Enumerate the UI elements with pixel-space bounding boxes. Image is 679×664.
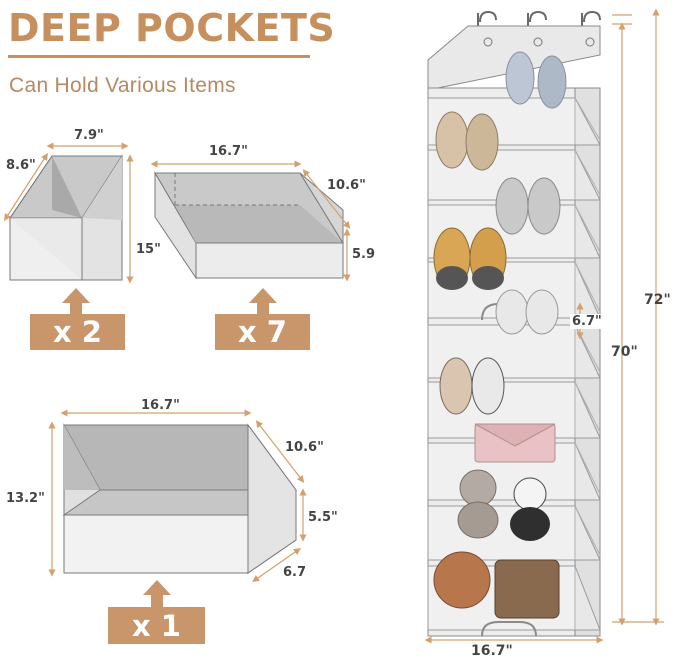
arrow-up-icon bbox=[143, 580, 171, 607]
small-height-label: 15" bbox=[136, 242, 161, 257]
large-height-label: 13.2" bbox=[6, 491, 45, 506]
small-quantity-badge: x 2 bbox=[30, 314, 125, 350]
large-depth-label: 10.6" bbox=[285, 440, 324, 455]
small-width-label: 7.9" bbox=[74, 128, 104, 143]
organizer-body-height-label: 70" bbox=[611, 344, 638, 360]
page-subtitle: Can Hold Various Items bbox=[9, 74, 236, 97]
medium-height-label: 5.9 bbox=[352, 247, 376, 262]
organizer-gap-label: 6.7" bbox=[570, 314, 604, 329]
large-quantity-badge: x 1 bbox=[108, 607, 205, 644]
page-title: DEEP POCKETS bbox=[8, 6, 336, 50]
large-depth-line bbox=[255, 420, 305, 483]
organizer-illustration bbox=[427, 10, 601, 637]
small-pocket-box bbox=[9, 154, 123, 281]
medium-pocket-box bbox=[154, 171, 344, 280]
small-depth-line bbox=[4, 152, 48, 222]
medium-quantity-badge: x 7 bbox=[215, 314, 310, 350]
arrow-up-icon bbox=[62, 288, 90, 314]
large-bottom-label: 6.7 bbox=[283, 565, 307, 580]
large-pocket-box bbox=[62, 423, 297, 574]
organizer-total-height-label: 72" bbox=[644, 292, 671, 308]
medium-width-label: 16.7" bbox=[209, 144, 248, 159]
large-width-label: 16.7" bbox=[141, 398, 180, 413]
large-front-height-label: 5.5" bbox=[308, 510, 338, 525]
medium-depth-line bbox=[302, 169, 351, 229]
arrow-up-icon bbox=[249, 288, 277, 314]
large-bottom-line bbox=[252, 547, 301, 583]
medium-depth-label: 10.6" bbox=[327, 178, 366, 193]
organizer-width-label: 16.7" bbox=[471, 643, 513, 659]
small-depth-label: 8.6" bbox=[6, 158, 36, 173]
title-underline bbox=[8, 55, 310, 58]
